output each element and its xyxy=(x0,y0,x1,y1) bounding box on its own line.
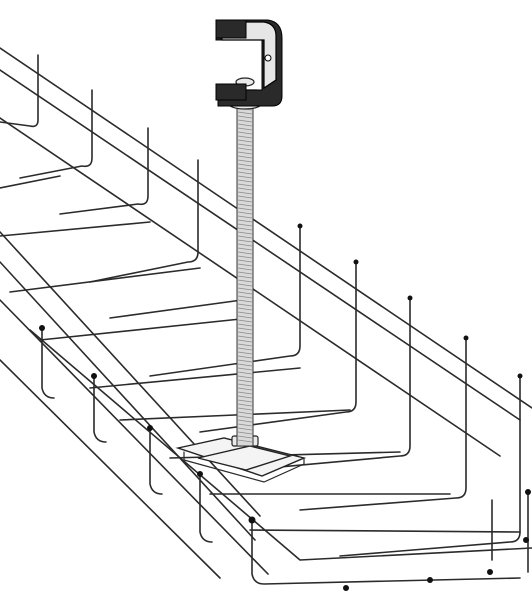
rod-thread-line xyxy=(237,159,253,163)
rod-thread-line xyxy=(237,215,253,219)
rod-thread-line xyxy=(237,111,253,115)
rod-thread-line xyxy=(237,203,253,207)
rod-thread-line xyxy=(237,279,253,283)
rod-thread-line xyxy=(237,275,253,279)
rod-thread-line xyxy=(237,127,253,131)
rod-thread-line xyxy=(237,163,253,167)
rod-thread-line xyxy=(237,359,253,363)
tray-back-wall xyxy=(0,47,532,557)
rod-thread-line xyxy=(237,167,253,171)
rod-thread-line xyxy=(237,415,253,419)
rod-thread-line xyxy=(237,179,253,183)
rod-thread-line xyxy=(237,199,253,203)
tray-front-wall xyxy=(0,175,532,585)
rod-thread-line xyxy=(237,223,253,227)
wire-tips xyxy=(39,223,531,591)
rod-thread-line xyxy=(237,151,253,155)
rod-thread-line xyxy=(237,255,253,259)
rod-thread-line xyxy=(237,423,253,427)
rod-thread-line xyxy=(237,295,253,299)
rod-thread-line xyxy=(237,135,253,139)
rod-thread-line xyxy=(237,311,253,315)
rod-thread-line xyxy=(237,195,253,199)
rod-thread-line xyxy=(237,115,253,119)
rod-thread-line xyxy=(237,323,253,327)
rod-thread-line xyxy=(237,235,253,239)
rod-thread-line xyxy=(237,207,253,211)
rod-thread-line xyxy=(237,119,253,123)
rod-thread-line xyxy=(237,123,253,127)
rod-thread-line xyxy=(237,283,253,287)
rod-thread-line xyxy=(237,175,253,179)
rod-thread-line xyxy=(237,355,253,359)
rod-thread-line xyxy=(237,387,253,391)
rod-thread-line xyxy=(237,363,253,367)
rod-thread-line xyxy=(237,331,253,335)
rod-thread-line xyxy=(237,155,253,159)
rod-thread-line xyxy=(237,327,253,331)
rod-thread-line xyxy=(237,367,253,371)
rod-thread-line xyxy=(237,375,253,379)
rod-thread-line xyxy=(237,419,253,423)
rod-thread-line xyxy=(237,335,253,339)
rod-thread-line xyxy=(237,391,253,395)
rod-thread-line xyxy=(237,139,253,143)
rod-thread-line xyxy=(237,291,253,295)
threaded-rod xyxy=(236,99,254,447)
rod-thread-line xyxy=(237,407,253,411)
rod-thread-line xyxy=(237,251,253,255)
rod-thread-line xyxy=(237,183,253,187)
rod-thread-line xyxy=(237,287,253,291)
rod-thread-line xyxy=(237,147,253,151)
rod-thread-line xyxy=(237,259,253,263)
rod-thread-line xyxy=(237,267,253,271)
rod-thread-line xyxy=(237,263,253,267)
rod-thread-line xyxy=(237,379,253,383)
rod-thread-line xyxy=(237,319,253,323)
rod-thread-line xyxy=(237,403,253,407)
rod-thread-line xyxy=(237,227,253,231)
rod-thread-line xyxy=(237,271,253,275)
rod-thread-line xyxy=(237,427,253,431)
rod-thread-line xyxy=(237,191,253,195)
rod-thread-line xyxy=(237,339,253,343)
rod-thread-line xyxy=(237,411,253,415)
rod-thread-line xyxy=(237,435,253,439)
rod-thread-line xyxy=(237,211,253,215)
rod-thread-line xyxy=(237,219,253,223)
rod-thread-line xyxy=(237,299,253,303)
rod-thread-line xyxy=(237,303,253,307)
rod-thread-line xyxy=(237,239,253,243)
rod-thread-line xyxy=(237,315,253,319)
rod-thread-line xyxy=(237,383,253,387)
rod-thread-line xyxy=(237,399,253,403)
rod-thread-line xyxy=(237,187,253,191)
rod-thread-line xyxy=(237,351,253,355)
rod-thread-line xyxy=(237,143,253,147)
beam-clamp-icon xyxy=(215,19,283,107)
rod-thread-line xyxy=(237,131,253,135)
rod-thread-line xyxy=(237,347,253,351)
rod-thread-line xyxy=(237,343,253,347)
rod-thread-line xyxy=(237,439,253,443)
rod-thread-line xyxy=(237,243,253,247)
rod-thread-line xyxy=(237,431,253,435)
rod-thread-line xyxy=(237,395,253,399)
rod-thread-line xyxy=(237,307,253,311)
rod-thread-line xyxy=(237,171,253,175)
rod-thread-line xyxy=(237,231,253,235)
rod-thread-line xyxy=(237,371,253,375)
rod-thread-line xyxy=(237,247,253,251)
